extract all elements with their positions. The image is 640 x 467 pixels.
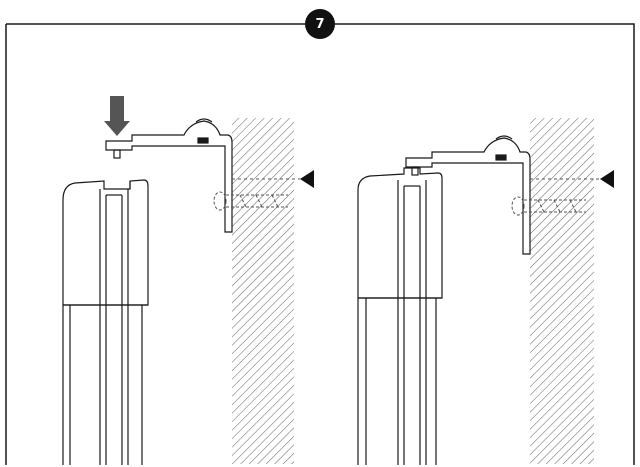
frame-border bbox=[5, 23, 635, 465]
anchor-left bbox=[213, 191, 288, 211]
post-right bbox=[357, 167, 443, 465]
left-panel bbox=[62, 96, 314, 465]
wall-right bbox=[530, 118, 594, 464]
wall-left bbox=[232, 118, 294, 464]
anchor-right bbox=[511, 196, 586, 216]
bracket-left bbox=[105, 118, 233, 233]
step-number-badge: 7 bbox=[305, 9, 335, 39]
post-left bbox=[62, 179, 149, 465]
right-panel bbox=[357, 118, 614, 465]
triangle-left-icon bbox=[300, 170, 314, 188]
bracket-right bbox=[405, 135, 531, 255]
triangle-right-icon bbox=[600, 170, 614, 188]
arrow-down-icon bbox=[104, 96, 130, 136]
